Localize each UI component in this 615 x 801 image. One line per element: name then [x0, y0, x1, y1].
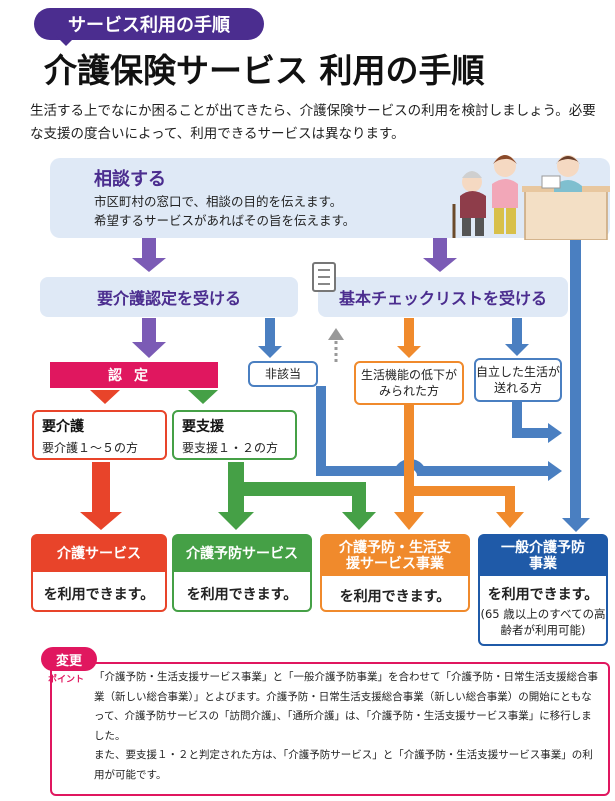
ippan-yobou-name: 一般介護予防事業	[480, 536, 606, 576]
change-point-box	[50, 662, 610, 796]
consult-line-2: 希望するサービスがあればその旨を伝えます。	[94, 213, 356, 228]
consult-line-1: 市区町村の窓口で、相談の目的を伝えます。	[94, 194, 343, 209]
check-to-teika-arrow	[397, 318, 421, 358]
seikatsu-shien-service-name: 介護予防・生活支援サービス事業	[322, 536, 468, 576]
change-text: 「介護予防・生活支援サービス事業」と「一般介護予防事業」を合わせて「介護予防・日…	[94, 668, 602, 785]
kaigo-service-use: を利用できます。	[43, 587, 155, 603]
consult-to-general-arrow	[562, 238, 590, 532]
ippan-yobou-box: 一般介護予防事業 を利用できます。 (65 歳以上のすべての高齢者が利用可能)	[478, 534, 608, 646]
yokaigo-to-service-arrow	[80, 462, 122, 530]
jiritsu-label: 自立した生活が送れる方	[474, 358, 562, 402]
kaigo-service-name: 介護サービス	[33, 536, 165, 572]
yobou-service-name: 介護予防サービス	[174, 536, 310, 572]
yobou-service-use: を利用できます。	[186, 587, 298, 603]
section-tag-tail	[56, 36, 76, 46]
yoshien-box: 要支援 要支援１・２の方	[172, 410, 297, 460]
section-tag: サービス利用の手順	[34, 8, 264, 40]
higaitou-to-check-dotted-arrow	[328, 328, 344, 362]
change-paragraph-1: 「介護予防・生活支援サービス事業」と「一般介護予防事業」を合わせて「介護予防・日…	[94, 671, 598, 742]
kaigo-service-box: 介護サービス を利用できます。	[31, 534, 167, 612]
jiritsu-to-general-line	[512, 402, 562, 443]
intro-text: 生活する上でなにか困ることが出てきたら、介護保険サービスの利用を検討しましょう。…	[30, 103, 596, 142]
yobou-service-box: 介護予防サービス を利用できます。	[172, 534, 312, 612]
teika-to-services-arrows	[394, 405, 524, 530]
yokaigo-heading: 要介護	[42, 419, 84, 435]
yoshien-range: 要支援１・２の方	[182, 441, 279, 455]
kaigo-to-nintei-arrow	[132, 318, 166, 358]
consult-to-check-arrow	[423, 238, 457, 272]
ippan-yobou-note: (65 歳以上のすべての高齢者が利用可能)	[480, 607, 606, 637]
yoshien-to-services-arrows	[218, 462, 376, 530]
seikatsu-shien-service-use: を利用できます。	[339, 589, 451, 605]
change-tag: 変更	[41, 647, 97, 671]
kihon-checklist-step: 基本チェックリストを受ける	[318, 277, 568, 317]
consult-to-kaigo-arrow	[132, 238, 166, 272]
ippan-yobou-use: を利用できます。	[487, 587, 599, 603]
yokaigo-box: 要介護 要介護１～５の方	[32, 410, 167, 460]
checklist-document-icon	[312, 262, 336, 292]
kaigo-to-higaitou-arrow	[258, 318, 282, 358]
nintei-to-yoshien-arrow	[188, 390, 218, 404]
change-paragraph-2: また、要支援１・２と判定された方は、「介護予防サービス」と「介護予防・生活支援サ…	[94, 749, 593, 781]
seikatsu-shien-service-box: 介護予防・生活支援サービス事業 を利用できます。	[320, 534, 470, 612]
consultation-illustration	[452, 155, 610, 240]
yokaigo-range: 要介護１～５の方	[42, 441, 139, 455]
seikatsu-teika-label: 生活機能の低下がみられた方	[354, 361, 464, 405]
check-to-jiritsu-arrow	[505, 318, 529, 356]
consult-heading: 相談する	[94, 169, 166, 190]
consult-text: 市区町村の窓口で、相談の目的を伝えます。 希望するサービスがあればその旨を伝えま…	[94, 192, 414, 230]
nintei-label: 認定	[50, 362, 218, 388]
kaigo-nintei-step: 要介護認定を受ける	[40, 277, 298, 317]
nintei-to-yokaigo-arrow	[90, 390, 120, 404]
point-label: ポイント	[48, 675, 85, 685]
higaitou-label: 非該当	[248, 361, 318, 387]
page-title: 介護保険サービス 利用の手順	[44, 51, 485, 90]
yoshien-heading: 要支援	[182, 419, 224, 435]
